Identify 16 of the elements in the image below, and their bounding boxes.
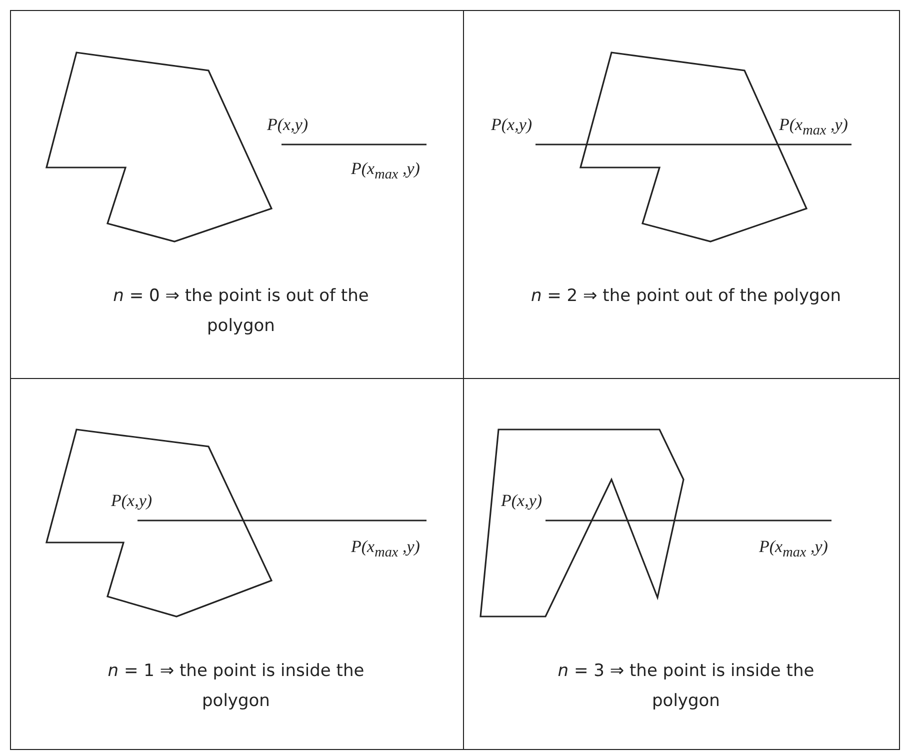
point-label: P(x$_{max}$ ,y) [779,115,848,140]
point-label: P(x,y) [501,491,542,511]
point-label: P(x$_{max}$ ,y) [351,159,420,184]
point-label: P(x$_{max}$ ,y) [759,537,828,562]
point-label: P(x,y) [111,491,152,511]
result-text: n = 1 ⇒ the point is inside the polygon [106,660,366,713]
point-label: P(x,y) [491,115,532,135]
panel [10,10,464,379]
point-label: P(x,y) [267,115,308,135]
point-label: P(x$_{max}$ ,y) [351,537,420,562]
result-text: n = 0 ⇒ the point is out of the polygon [112,285,370,338]
panel [463,10,900,379]
panel [463,378,900,750]
panel [10,378,464,750]
result-text: n = 2 ⇒ the point out of the polygon [530,285,842,308]
result-text: n = 3 ⇒ the point is inside the polygon [556,660,816,713]
